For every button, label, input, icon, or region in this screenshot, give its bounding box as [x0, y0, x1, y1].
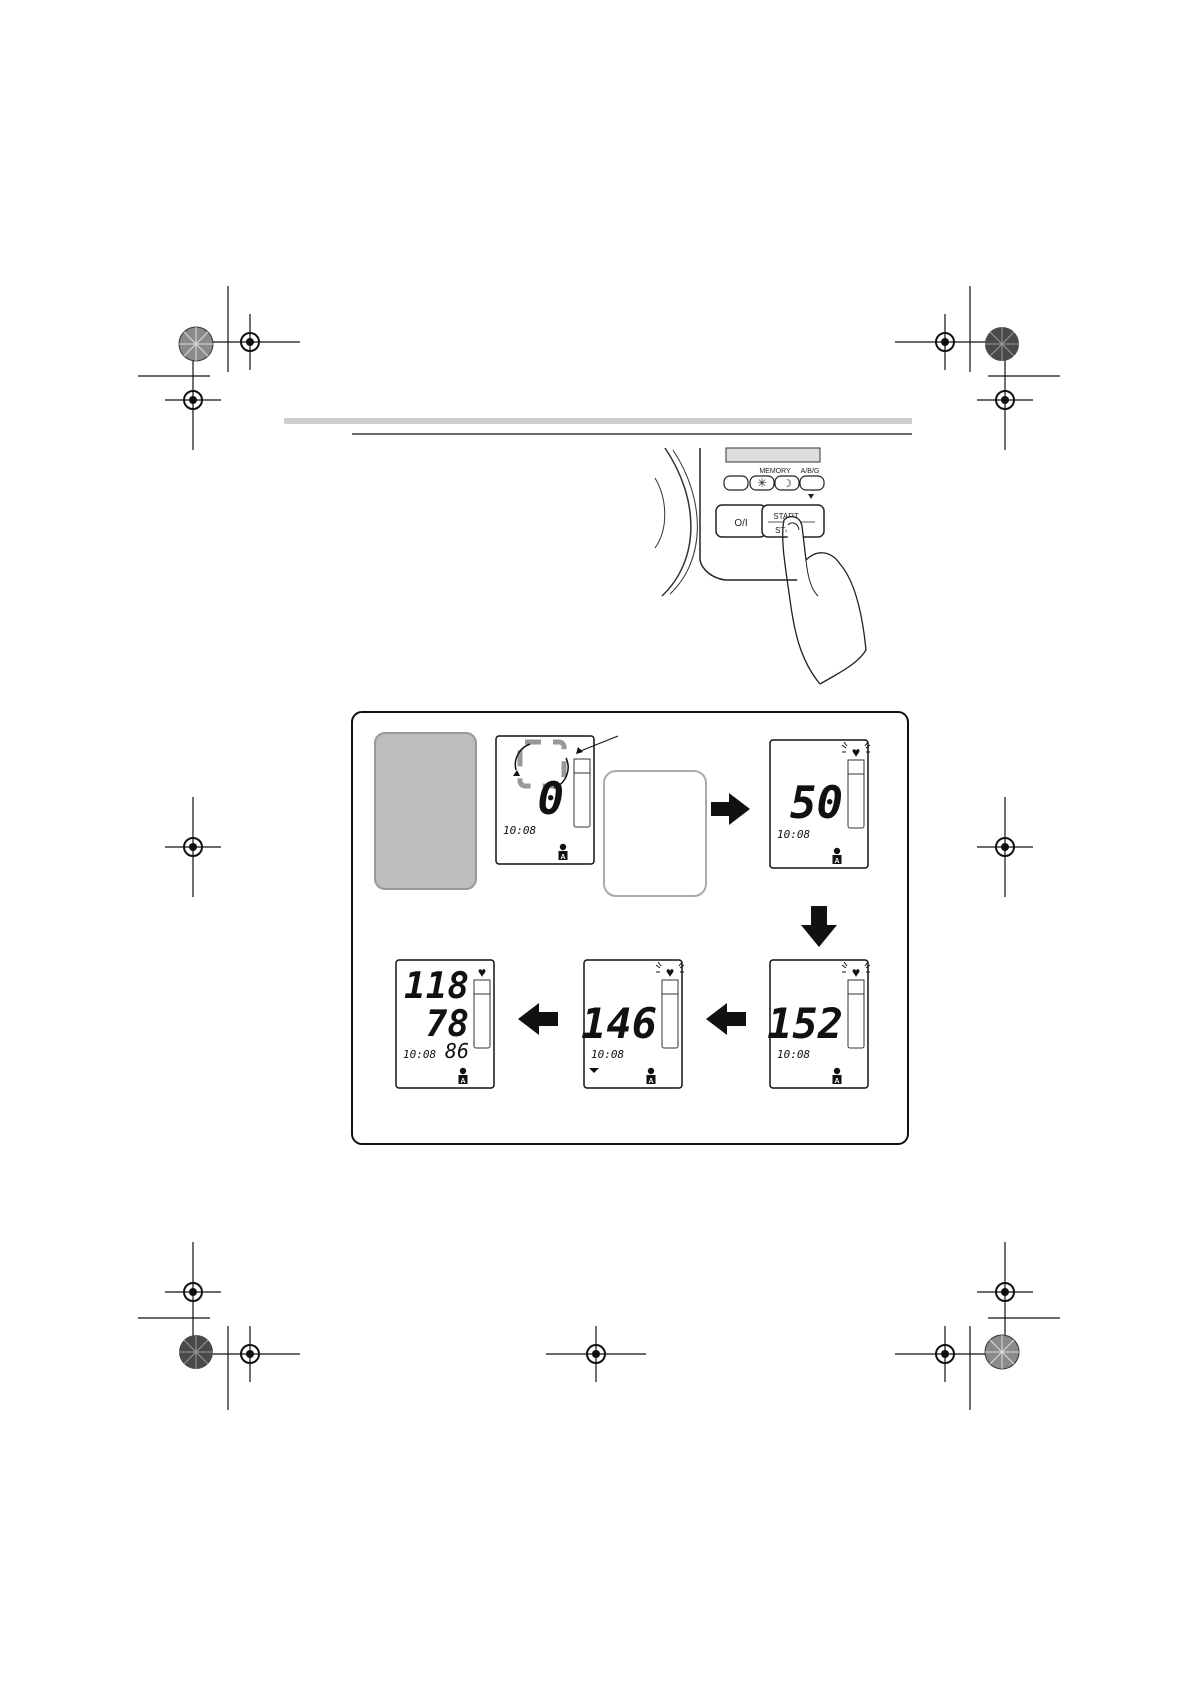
- crosshair-icon: [976, 1241, 1034, 1343]
- heart-blink-icon: ♥: [655, 961, 685, 980]
- registration-marks: [138, 286, 1060, 1410]
- heart-blink-icon: ♥: [841, 961, 871, 980]
- memo-button[interactable]: [723, 475, 749, 491]
- heart-blink-icon: ♥: [841, 741, 871, 760]
- arrow-right-icon: [711, 793, 750, 825]
- color-wheel-icon: [985, 327, 1019, 361]
- crosshair-icon: [894, 1325, 996, 1383]
- lcd-screen-max: ♥ 152 10:08: [767, 959, 871, 1089]
- color-wheel-icon: [984, 1334, 1020, 1370]
- header-band: [284, 418, 912, 424]
- memory-am-button[interactable]: [749, 475, 775, 491]
- user-select-button[interactable]: [799, 475, 825, 491]
- crosshair-icon: [976, 796, 1034, 898]
- arrow-left-icon: [518, 1003, 558, 1035]
- crosshair-icon: [199, 1325, 301, 1383]
- lcd-time: 10:08: [777, 828, 810, 841]
- lcd-time: 10:08: [777, 1048, 810, 1061]
- lcd-pulse-value: 86: [445, 1039, 469, 1063]
- lcd-screen-inflating: ♥ 50 10:08: [769, 739, 871, 869]
- crosshair-icon: [164, 1241, 222, 1343]
- crosshair-icon: [894, 313, 996, 371]
- crosshair-icon: [976, 349, 1034, 451]
- moon-icon: ☽: [782, 478, 792, 490]
- arrow-left-icon: [706, 1003, 746, 1035]
- lcd-pressure-value: 50: [790, 778, 843, 829]
- lcd-pressure-value: 152: [767, 999, 843, 1048]
- lcd-time: 10:08: [503, 824, 536, 837]
- start-label: START: [773, 512, 799, 521]
- sun-icon: ✳: [757, 476, 767, 490]
- svg-text:♥: ♥: [852, 744, 860, 760]
- memory-label: MEMORY: [759, 468, 791, 475]
- lcd-time: 10:08: [591, 1048, 624, 1061]
- memory-pm-button[interactable]: [774, 475, 800, 491]
- lcd-screen-zero: 0 10:08: [495, 735, 619, 865]
- deflate-triangle-icon: [589, 1068, 599, 1073]
- svg-text:♥: ♥: [852, 964, 860, 980]
- lcd-screen-result: ♥ 118 78 86 10:08: [395, 959, 495, 1089]
- lcd-screen-deflating: ♥ 146 10:08: [581, 959, 685, 1089]
- lcd-time: 10:08: [403, 1048, 436, 1061]
- lcd-pressure-value: 0: [538, 774, 565, 825]
- gray-panel: [374, 732, 477, 890]
- color-wheel-icon: [178, 326, 214, 362]
- device-display-window: [725, 447, 821, 463]
- crosshair-icon: [164, 796, 222, 898]
- stop-label: STOP: [775, 526, 797, 535]
- lcd-pressure-value: 146: [581, 999, 657, 1048]
- crosshair-icon: [199, 313, 301, 371]
- crosshair-icon: [164, 349, 222, 451]
- device-illustration: ✳ ☽ MEMORY A/B/G O/I START STOP: [654, 447, 867, 685]
- power-button-label: O/I: [734, 518, 747, 529]
- empty-panel: [603, 770, 707, 897]
- arrow-down-icon: [801, 906, 837, 947]
- lcd-diastolic-value: 78: [426, 1004, 469, 1045]
- svg-text:♥: ♥: [666, 964, 674, 980]
- heart-icon: ♥: [478, 964, 486, 980]
- crosshair-icon: [545, 1325, 647, 1383]
- zero-adjust-frame-icon: [513, 739, 583, 789]
- lcd-systolic-value: 118: [404, 966, 469, 1007]
- color-wheel-icon: [179, 1335, 213, 1369]
- abg-label: A/B/G: [801, 468, 820, 475]
